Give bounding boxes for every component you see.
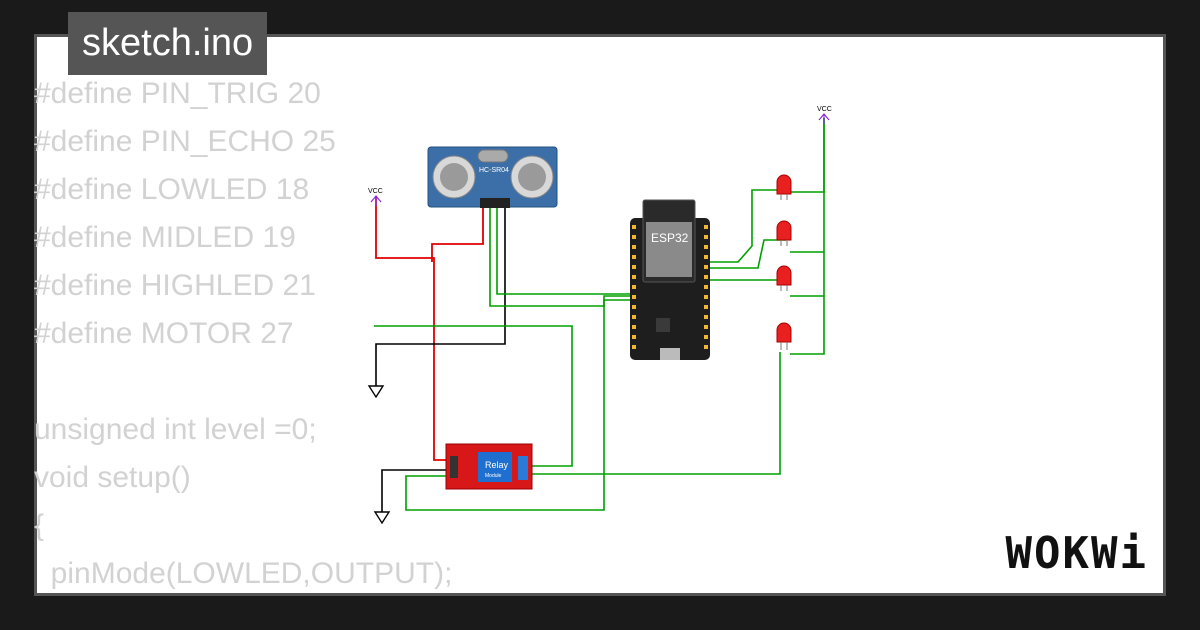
led-1[interactable] — [776, 174, 792, 200]
diagram-canvas[interactable] — [34, 34, 1166, 596]
ground-wires — [375, 206, 506, 514]
code-preview: #define PIN_TRIG 20 #define PIN_ECHO 25 #d… — [34, 70, 452, 598]
vcc-symbol-right: VCC — [817, 106, 832, 124]
ground-symbol — [373, 511, 391, 525]
code-line: { — [34, 509, 45, 542]
power-wires — [375, 196, 484, 461]
ground-symbol — [367, 385, 385, 399]
ultrasonic-sensor[interactable]: HC-SR04 — [427, 146, 558, 208]
code-line: #define MIDLED 19 — [34, 221, 296, 254]
led-2[interactable] — [776, 220, 792, 246]
led-3[interactable] — [776, 265, 792, 291]
vcc-symbol-left: VCC — [368, 188, 383, 206]
code-line: #define MOTOR 27 — [34, 317, 294, 350]
code-line: unsigned int level =0; — [34, 413, 317, 446]
vcc-label: VCC — [368, 188, 383, 195]
file-tab[interactable]: sketch.ino — [68, 12, 268, 75]
code-line: pinMode(LOWLED,OUTPUT); — [34, 557, 453, 590]
relay-label: Relay — [485, 460, 509, 470]
relay-module[interactable]: Relay Module — [445, 443, 533, 490]
mcu-label: ESP32 — [651, 231, 689, 245]
sensor-label: HC-SR04 — [479, 167, 509, 174]
wokwi-logo: WOKWi — [1005, 528, 1148, 579]
code-line: void setup() — [34, 461, 191, 494]
code-line: #define LOWLED 18 — [34, 173, 310, 206]
code-line: #define PIN_ECHO 25 — [34, 125, 336, 158]
signal-wires — [374, 118, 825, 511]
code-line: #define HIGHLED 21 — [34, 269, 316, 302]
vcc-label: VCC — [817, 106, 832, 113]
led-4[interactable] — [776, 322, 792, 350]
relay-sublabel: Module — [485, 473, 502, 479]
code-line: #define PIN_TRIG 20 — [34, 77, 321, 110]
esp32-board[interactable]: ESP32 — [630, 199, 710, 360]
